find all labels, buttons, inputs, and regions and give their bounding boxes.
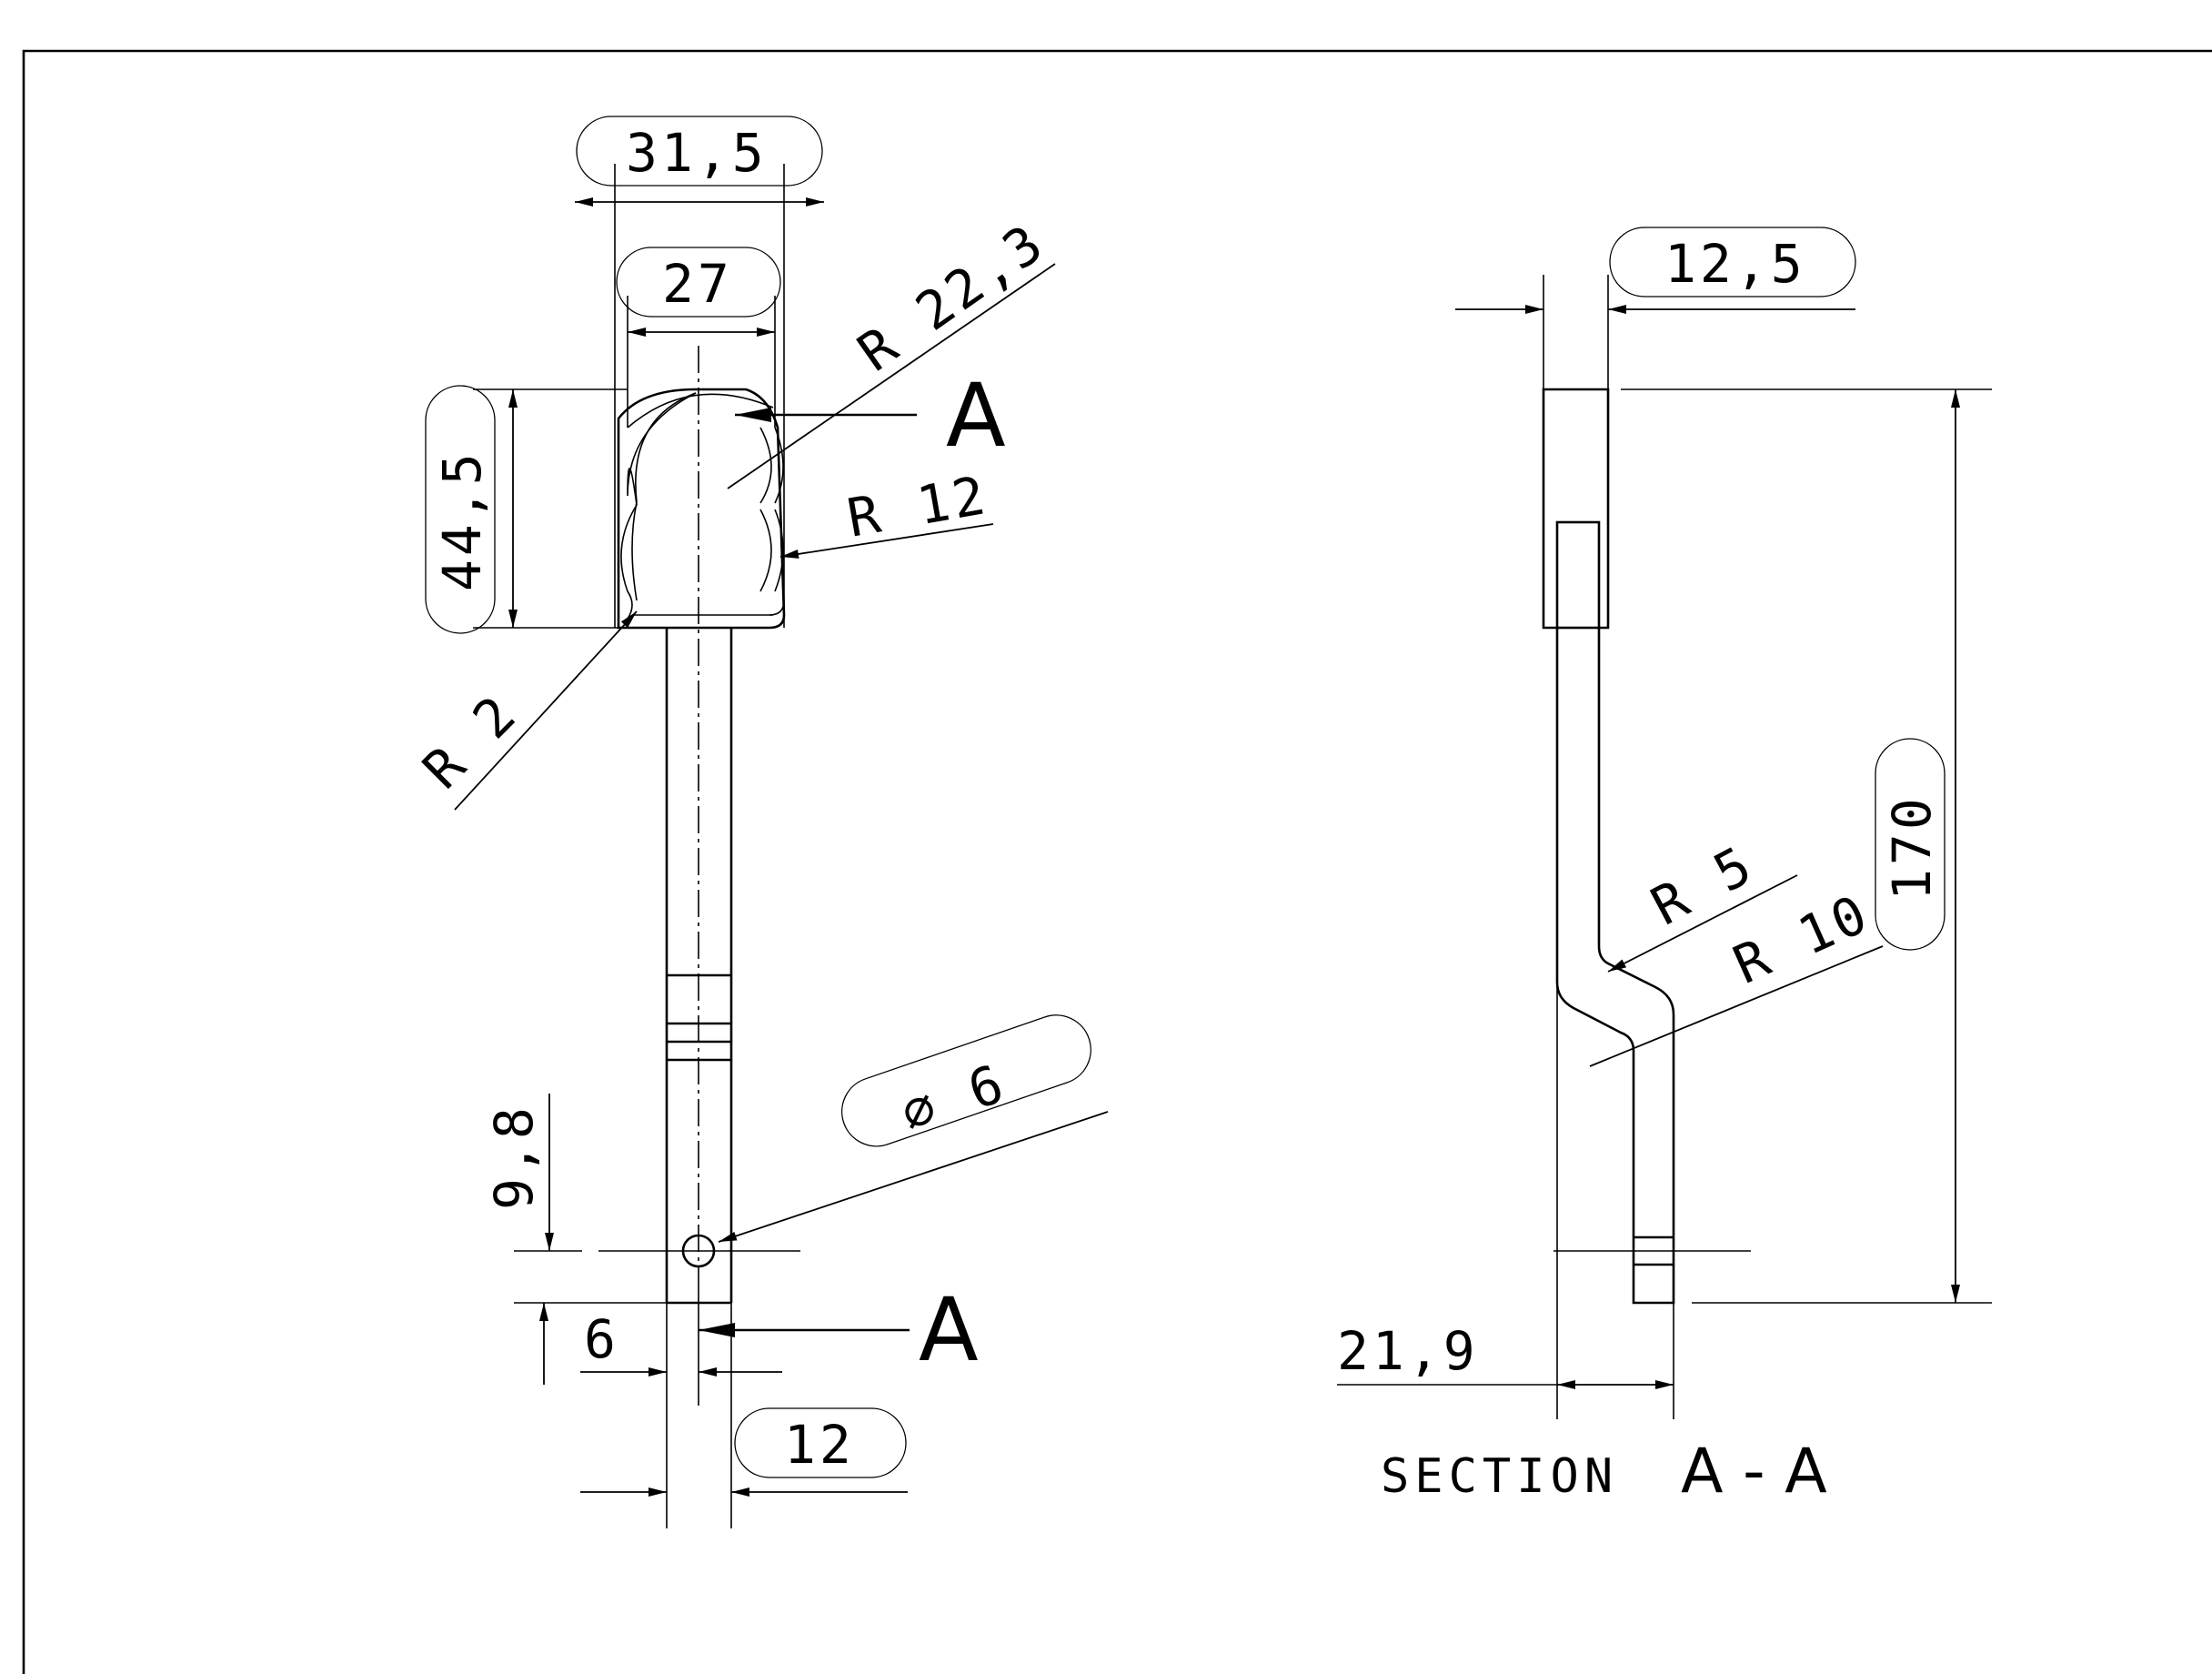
dim-bubble-44-5: [425, 385, 496, 634]
sheet-border: [22, 49, 2212, 1674]
dim-12: 12: [784, 1414, 855, 1476]
dim-12-5: 12,5: [1664, 233, 1806, 295]
leader-r10: [1589, 945, 1884, 1067]
dim-9-8: 9,8: [483, 1104, 545, 1210]
dim-bubble-31-5: [576, 116, 823, 187]
dim-6: 6: [584, 1308, 619, 1370]
dim-bubble-12: [734, 1407, 907, 1478]
front-view: A A 31,5 27 44,5 R 22,3 R 12 R 2 ∅ 6: [411, 116, 1109, 1528]
head-inner-r1: [774, 427, 784, 504]
section-title-letters: A - A: [1681, 1436, 1827, 1508]
dim-r12: R 12: [843, 464, 993, 550]
dim-31-5: 31,5: [626, 122, 768, 184]
head-scallop-l1: [635, 392, 697, 503]
dim-bubble-12-5: [1609, 227, 1856, 297]
dim-bubble-170: [1875, 738, 1946, 951]
dim-bubble-dia6: [841, 1014, 1091, 1147]
head-top-arc: [627, 393, 774, 429]
section-view: 12,5 170 R 5 R 10 21,9 SECTION A - A: [1337, 227, 1992, 1508]
section-marker-bottom: A: [919, 1279, 979, 1381]
head-scallop-r1: [759, 427, 772, 504]
dim-r5: R 5: [1642, 833, 1765, 938]
head-scallop-l2: [631, 501, 638, 601]
dim-bubble-27: [616, 247, 781, 318]
head-r2-fillet: [769, 600, 785, 616]
section-profile: [1542, 388, 1675, 1305]
dim-dia6: ∅ 6: [893, 1052, 1014, 1145]
head-outline: [617, 388, 786, 630]
dim-44-5: 44,5: [431, 449, 493, 591]
section-insert: [1555, 520, 1601, 630]
dim-r22-3: R 22,3: [847, 211, 1056, 384]
leader-dia6: [718, 1111, 1109, 1243]
dim-170: 170: [1881, 794, 1943, 901]
dim-21-9: 21,9: [1337, 1320, 1479, 1382]
section-title: SECTION: [1381, 1449, 1618, 1504]
leader-r12: [779, 523, 994, 559]
head-scallop-r2: [759, 509, 772, 592]
leader-r5: [1607, 874, 1798, 973]
leader-r2: [454, 610, 638, 811]
head-scallops-left: [620, 392, 697, 620]
section-marker-top: A: [946, 365, 1006, 467]
leader-r22-3: [727, 263, 1056, 489]
dim-27: 27: [662, 253, 733, 315]
dim-r2: R 2: [411, 681, 530, 801]
